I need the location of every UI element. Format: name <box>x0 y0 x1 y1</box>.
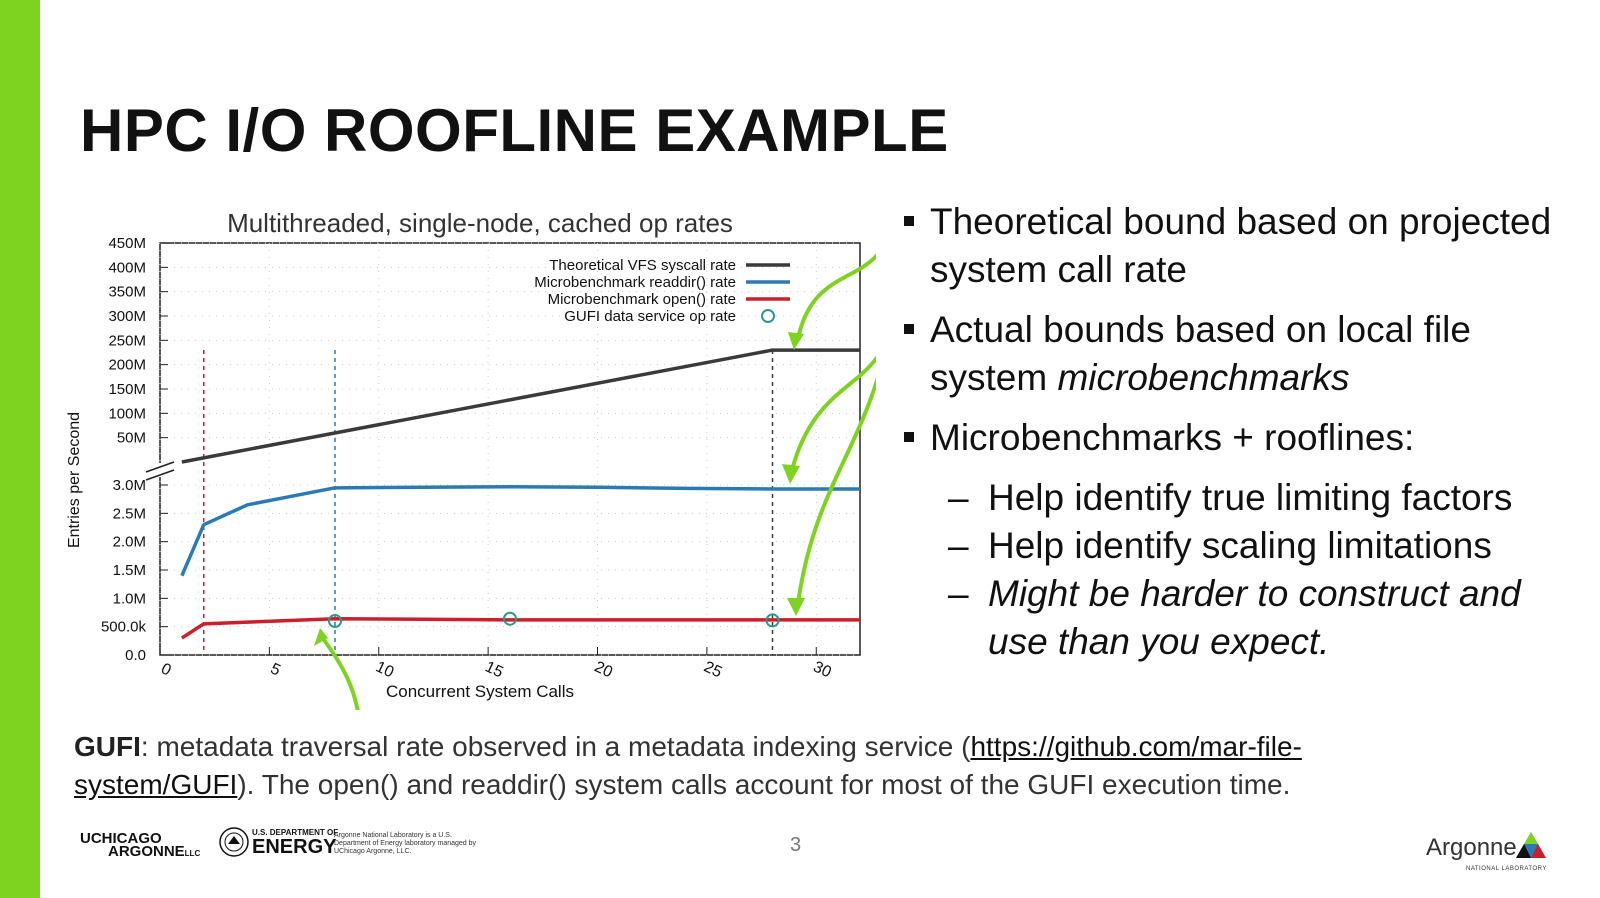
y-tick-label: 2.0M <box>113 534 146 551</box>
x-tick-label: 20 <box>592 658 615 681</box>
bullet-square-icon <box>904 432 914 442</box>
argonne-subtitle: NATIONAL LABORATORY <box>1466 866 1547 872</box>
bullet-text: Theoretical bound based on projected sys… <box>930 201 1552 290</box>
sub-bullet: –Might be harder to construct and use th… <box>948 573 1521 662</box>
bullet-theoretical: Theoretical bound based on projected sys… <box>904 198 1584 294</box>
vertical-markers <box>203 350 774 655</box>
y-tick-label: 500.0k <box>101 619 147 636</box>
x-tick-label: 0 <box>158 660 173 679</box>
bullet-text: Actual bounds based on local file system <box>930 309 1471 398</box>
y-tick-label: 200M <box>108 357 146 374</box>
axes: 0 5 10 15 20 25 30 0.0 500.0k 1.0M 1.5M 2.0M 2.5M 3.0… <box>101 235 834 681</box>
callout-arrow <box>796 253 876 340</box>
series-line <box>180 484 860 577</box>
y-tick-label: 300M <box>108 308 146 325</box>
callout-arrow <box>796 376 876 605</box>
bullet-list: Theoretical bound based on projected sys… <box>904 198 1584 666</box>
x-tick-label: 15 <box>482 658 505 681</box>
callout-arrowhead-icon <box>782 464 800 484</box>
gufi-data-point <box>765 613 780 628</box>
gufi-data-point <box>503 611 517 626</box>
y-tick-label: 2.5M <box>113 505 146 522</box>
callout-arrowhead-icon <box>314 628 328 646</box>
series-lines <box>180 348 860 640</box>
y-axis-label: Entries per Second <box>66 412 83 548</box>
page-number: 3 <box>790 834 802 856</box>
bullet-actual: Actual bounds based on local file system… <box>904 306 1584 402</box>
y-tick-label: 400M <box>108 259 146 276</box>
y-tick-label: 250M <box>108 332 146 349</box>
y-tick-label: 150M <box>108 381 146 398</box>
y-tick-label: 0.0 <box>125 647 146 664</box>
y-tick-label: 3.0M <box>113 477 146 494</box>
accent-sidebar <box>0 0 40 898</box>
doe-seal-icon <box>219 827 249 857</box>
grid <box>159 242 860 656</box>
arrow-annotations <box>314 253 876 710</box>
sub-bullet: –Help identify scaling limitations <box>948 525 1492 566</box>
x-tick-label: 25 <box>701 658 724 681</box>
gufi-data-point <box>328 614 342 628</box>
y-tick-label: 1.0M <box>113 590 146 607</box>
y-tick-label: 450M <box>108 235 146 252</box>
gufi-link[interactable]: https://github.com/mar-file-system/GUFI <box>74 731 1302 800</box>
sub-bullet: –Help identify true limiting factors <box>948 477 1513 518</box>
bullet-microbenchmarks: Microbenchmarks + rooflines: <box>904 414 1584 462</box>
series-line <box>180 616 860 640</box>
x-tick-label: 10 <box>373 658 396 681</box>
argonne-triangle-icon <box>1516 832 1546 858</box>
uchicago-argonne-logo: UCHICAGO ARGONNELLC <box>80 830 201 860</box>
axis-break-mark <box>145 469 175 481</box>
caption: GUFI: metadata traversal rate observed i… <box>74 731 1302 800</box>
callout-arrow <box>322 638 360 710</box>
callout-arrowhead-icon <box>787 598 805 616</box>
slide-title: HPC I/O ROOFLINE EXAMPLE <box>80 97 949 164</box>
chart-title: Multithreaded, single-node, cached op ra… <box>227 208 733 238</box>
roofline-chart: Multithreaded, single-node, cached op ra… <box>66 208 876 710</box>
bullet-square-icon <box>904 324 914 334</box>
legend-swatch <box>761 309 775 323</box>
y-tick-label: 50M <box>117 430 146 447</box>
footer: UCHICAGO ARGONNELLC U.S. DEPARTMENT OF E… <box>0 822 1600 882</box>
x-tick-label: 30 <box>810 658 833 681</box>
doe-logo-text: U.S. DEPARTMENT OF ENERGY <box>252 828 339 858</box>
sub-bullet-list: –Help identify true limiting factors –He… <box>904 474 1584 666</box>
legend-label: GUFI data service op rate <box>564 308 736 325</box>
legend: Theoretical VFS syscall rateMicrobenchma… <box>534 257 790 325</box>
bullet-square-icon <box>904 216 914 226</box>
argonne-logo-text: Argonne <box>1426 834 1517 861</box>
bullet-text: Microbenchmarks + rooflines: <box>930 417 1415 458</box>
bullet-italic-text: microbenchmarks <box>1057 357 1350 398</box>
caption-bold: GUFI <box>74 731 141 762</box>
callout-arrowhead-icon <box>788 332 804 350</box>
y-tick-label: 350M <box>108 284 146 301</box>
x-axis-label: Concurrent System Calls <box>386 682 574 701</box>
y-tick-label: 100M <box>108 405 146 422</box>
legend-label: Microbenchmark open() rate <box>548 291 736 308</box>
y-tick-label: 1.5M <box>113 562 146 579</box>
axis-break-mark <box>145 461 175 473</box>
legend-label: Theoretical VFS syscall rate <box>549 257 736 274</box>
plot-frame <box>159 242 861 656</box>
x-tick-label: 5 <box>268 660 283 679</box>
series-line <box>181 348 860 464</box>
callout-arrow <box>790 355 876 472</box>
doe-management-note: Argonne National Laboratory is a U.S. De… <box>334 832 477 855</box>
legend-label: Microbenchmark readdir() rate <box>534 274 736 291</box>
